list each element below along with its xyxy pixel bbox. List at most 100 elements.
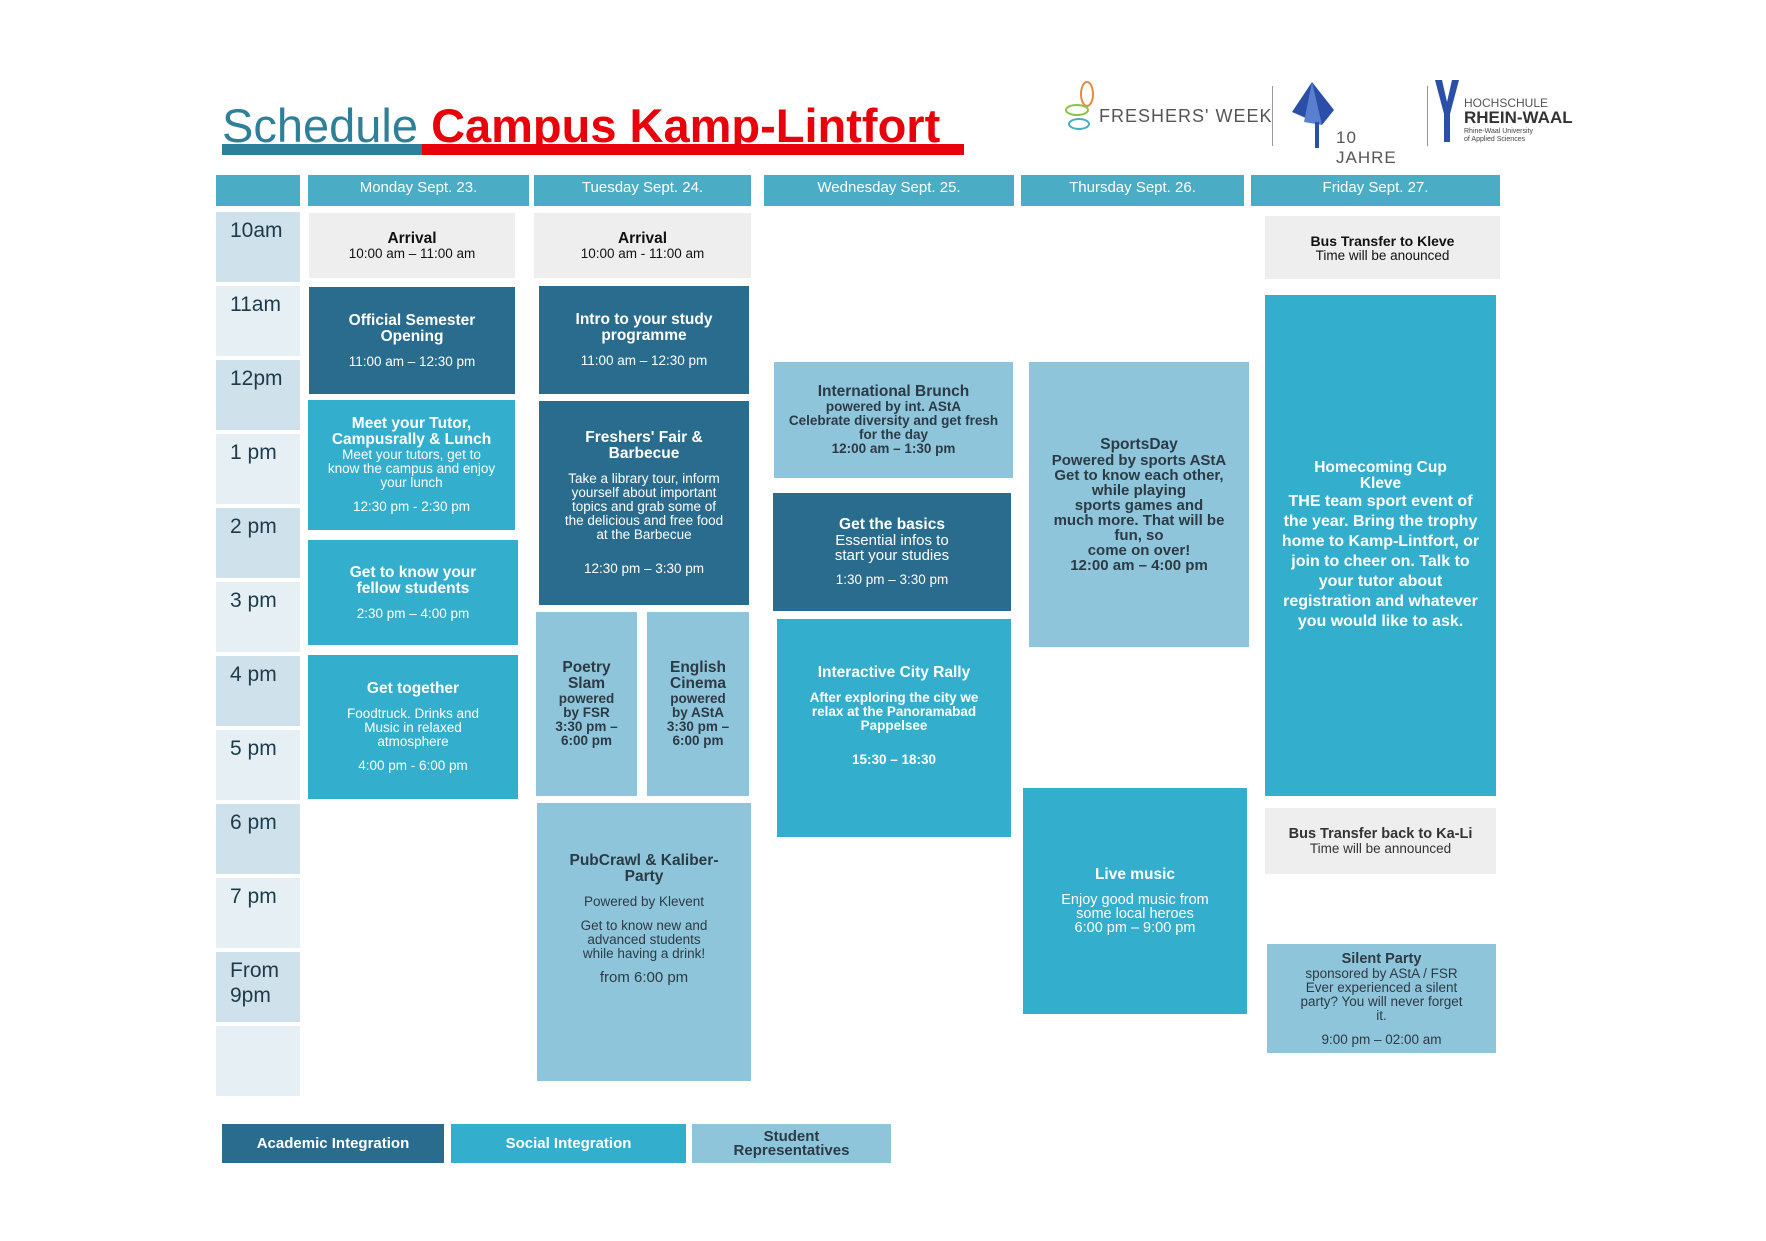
event-title: Bus Transfer to Kleve [1310, 232, 1455, 249]
page-title: Schedule Campus Kamp-Lintfort [222, 98, 940, 153]
legend-social: Social Integration [451, 1124, 686, 1163]
header-corner [216, 175, 300, 206]
event-title: Poetry Slam [562, 659, 611, 692]
title-campus: Campus Kamp-Lintfort [431, 99, 941, 152]
event-time: 10:00 am – 11:00 am [348, 245, 476, 261]
event-title: Get the basics [839, 516, 945, 533]
time-slot: 10am [216, 212, 300, 282]
event-description: Take a library tour, inform yourself abo… [564, 471, 724, 542]
time-slot: 2 pm [216, 508, 300, 578]
event-description: powered by FSR 3:30 pm – 6:00 pm [555, 691, 618, 748]
event-description: Essential infos to start your studies [834, 532, 950, 564]
time-slot: 12pm [216, 360, 300, 430]
event-title: Get to know your fellow students [349, 563, 477, 597]
header-monday: Monday Sept. 23. [308, 175, 529, 206]
event-title: Meet your Tutor, Campusrally & Lunch [331, 415, 492, 448]
time-slot: 4 pm [216, 656, 300, 726]
event-title: Official Semester Opening [348, 311, 476, 345]
logo-divider [1272, 86, 1273, 146]
event-title: International Brunch [817, 383, 970, 400]
event-organizer: Powered by Klevent [583, 894, 705, 909]
event-time: 15:30 – 18:30 [851, 752, 937, 767]
event-description: sponsored by AStA / FSR Ever experienced… [1300, 965, 1463, 1023]
event-time: 2:30 pm – 4:00 pm [356, 605, 470, 621]
event-description: Powered by sports AStA Get to know each … [1051, 451, 1227, 574]
event-time: 11:00 am – 12:30 pm [348, 353, 476, 369]
event-title: Arrival [387, 229, 437, 247]
title-underline-teal [222, 144, 422, 155]
time-slot: 6 pm [216, 804, 300, 874]
title-underline-red [422, 144, 964, 155]
event-time: 12:30 pm - 2:30 pm [352, 499, 471, 514]
event-description: Meet your tutors, get to know the campus… [327, 447, 496, 490]
event-description: Enjoy good music from some local heroes … [1061, 892, 1209, 936]
event-time: 9:00 pm – 02:00 am [1321, 1031, 1442, 1047]
event-description: THE team sport event of the year. Bring … [1281, 492, 1480, 630]
event-title: Interactive City Rally [817, 664, 971, 681]
event-description: Foodtruck. Drinks and Music in relaxed a… [346, 706, 480, 749]
header-wednesday: Wednesday Sept. 25. [764, 175, 1014, 206]
logo-divider [1427, 86, 1428, 146]
event-description: Get to know new and advanced students wh… [580, 918, 708, 961]
university-y-icon [1435, 80, 1459, 142]
event-title: Intro to your study programme [575, 311, 713, 344]
university-name: RHEIN-WAAL [1464, 108, 1573, 127]
event-mon-fellow[interactable]: Get to know your fellow students 2:30 pm … [308, 540, 518, 645]
event-description: Time will be anounced [1315, 247, 1450, 263]
legend-academic: Academic Integration [222, 1124, 444, 1163]
event-title: Bus Transfer back to Ka-Li [1288, 826, 1473, 842]
event-title: PubCrawl & Kaliber- Party [569, 852, 719, 885]
event-time: 4:00 pm - 6:00 pm [358, 758, 468, 773]
crystal-tree-icon [1292, 82, 1334, 148]
time-slot: 7 pm [216, 878, 300, 948]
event-title: SportsDay [1100, 435, 1178, 453]
title-schedule: Schedule [222, 99, 418, 152]
event-time: from 6:00 pm [599, 969, 689, 986]
time-slot: 5 pm [216, 730, 300, 800]
event-title: Live music [1094, 866, 1176, 883]
anniversary-logo: 10 JAHRE [1282, 80, 1422, 167]
time-slot: 11am [216, 286, 300, 356]
event-time: 1:30 pm – 3:30 pm [835, 572, 949, 587]
time-slot: 1 pm [216, 434, 300, 504]
freshers-week-logo: FRESHERS' WEEK [1065, 80, 1275, 140]
event-time: 12:30 pm – 3:30 pm [583, 561, 705, 576]
university-subtitle: Rhine-Waal University of Applied Science… [1464, 128, 1533, 143]
event-description: After exploring the city we relax at the… [809, 690, 979, 733]
event-title: Get together [366, 680, 460, 697]
header-friday: Friday Sept. 27. [1251, 175, 1500, 206]
event-title: Freshers' Fair & Barbecue [585, 429, 703, 462]
university-logo: HOCHSCHULE RHEIN-WAAL Rhine-Waal Univers… [1432, 78, 1577, 150]
time-slot: 3 pm [216, 582, 300, 652]
event-title: Silent Party [1341, 950, 1422, 967]
event-time: 10:00 am - 11:00 am [580, 245, 705, 261]
event-description: Time will be announced [1309, 841, 1452, 856]
event-description: powered by AStA 3:30 pm – 6:00 pm [666, 691, 730, 748]
event-description: powered by int. AStA Celebrate diversity… [788, 399, 999, 456]
event-title: English Cinema [670, 659, 726, 692]
event-title: Homecoming Cup Kleve [1314, 458, 1447, 492]
freshers-week-text: FRESHERS' WEEK [1099, 106, 1273, 126]
university-top-text: HOCHSCHULE [1464, 96, 1549, 110]
time-slot: From 9pm [216, 952, 300, 1022]
event-mon-opening[interactable]: Official Semester Opening 11:00 am – 12:3… [309, 287, 515, 394]
